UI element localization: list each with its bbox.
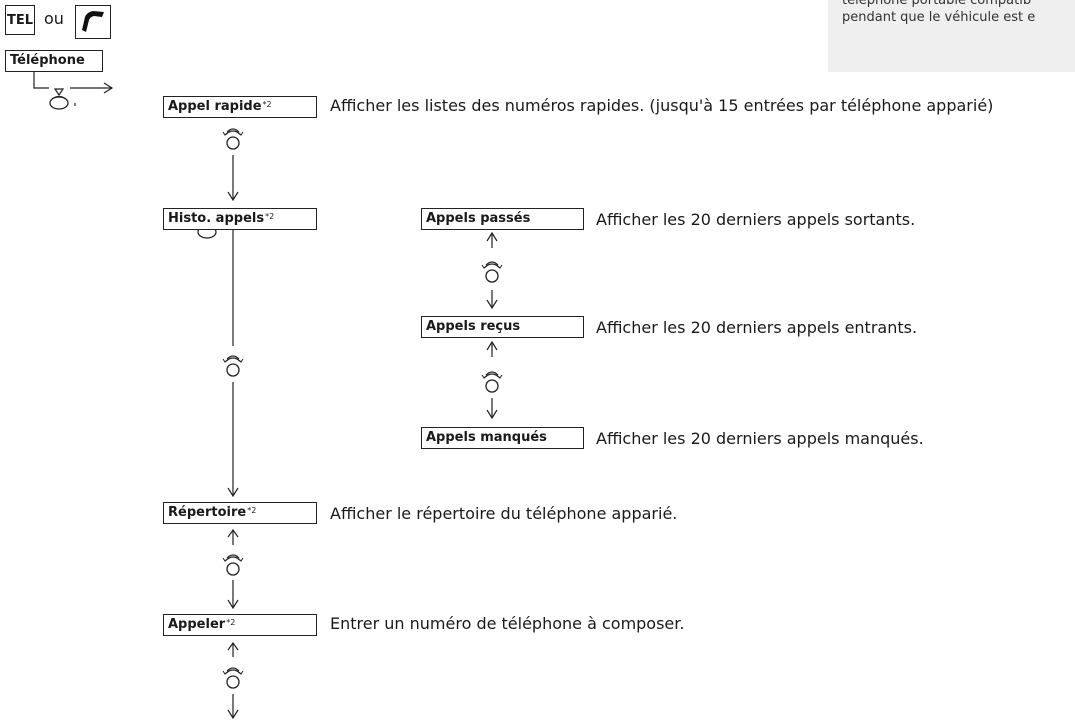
submenu-item-appels-passes[interactable]: Appels passés <box>421 208 584 230</box>
menu-desc-repertoire: Afficher le répertoire du téléphone appa… <box>330 504 678 523</box>
footnote-mark: *2 <box>226 618 236 627</box>
rotate-knob-icon <box>481 371 503 393</box>
press-knob-icon <box>49 88 69 110</box>
rotate-knob-icon <box>222 128 244 150</box>
menu-desc-appeler: Entrer un numéro de téléphone à composer… <box>330 614 685 633</box>
phone-button[interactable] <box>75 5 111 39</box>
rotate-knob-icon <box>222 554 244 576</box>
menu-desc-appel-rapide: Afficher les listes des numéros rapides.… <box>330 96 994 115</box>
menu-root-label: Téléphone <box>10 53 85 68</box>
menu-item-label: Appeler <box>168 617 226 632</box>
menu-root-telephone[interactable]: Téléphone <box>5 50 103 72</box>
note-box: téléphone portable compatib pendant que … <box>828 0 1075 72</box>
note-line-2: pendant que le véhicule est e <box>842 10 1036 25</box>
or-text: ou <box>44 9 64 28</box>
submenu-desc-appels-manques: Afficher les 20 derniers appels manqués. <box>596 429 924 448</box>
submenu-desc-appels-recus: Afficher les 20 derniers appels entrants… <box>596 318 918 337</box>
menu-item-label: Histo. appels <box>168 211 265 226</box>
phone-handset-icon <box>82 11 104 32</box>
menu-item-histo-appels[interactable]: Histo. appels*2 <box>163 208 317 230</box>
submenu-item-label: Appels manqués <box>426 430 547 445</box>
rotate-knob-icon <box>481 261 503 283</box>
submenu-item-appels-recus[interactable]: Appels reçus <box>421 316 584 338</box>
menu-item-appeler[interactable]: Appeler*2 <box>163 614 317 636</box>
menu-item-label: Répertoire <box>168 505 247 520</box>
submenu-item-appels-manques[interactable]: Appels manqués <box>421 427 584 449</box>
rotate-knob-icon <box>222 355 244 377</box>
submenu-item-label: Appels passés <box>426 211 531 226</box>
footnote-mark: *2 <box>247 506 257 515</box>
submenu-desc-appels-passes: Afficher les 20 derniers appels sortants… <box>596 210 916 229</box>
note-line-1: téléphone portable compatib <box>842 0 1032 8</box>
tel-button[interactable]: TEL <box>5 5 35 35</box>
menu-item-appel-rapide[interactable]: Appel rapide*2 <box>163 96 317 118</box>
menu-item-repertoire[interactable]: Répertoire*2 <box>163 502 317 524</box>
rotate-knob-icon <box>222 667 244 689</box>
footnote-mark: *2 <box>265 212 275 221</box>
footnote-mark: *2 <box>262 100 272 109</box>
menu-item-label: Appel rapide <box>168 99 262 114</box>
submenu-item-label: Appels reçus <box>426 319 521 334</box>
